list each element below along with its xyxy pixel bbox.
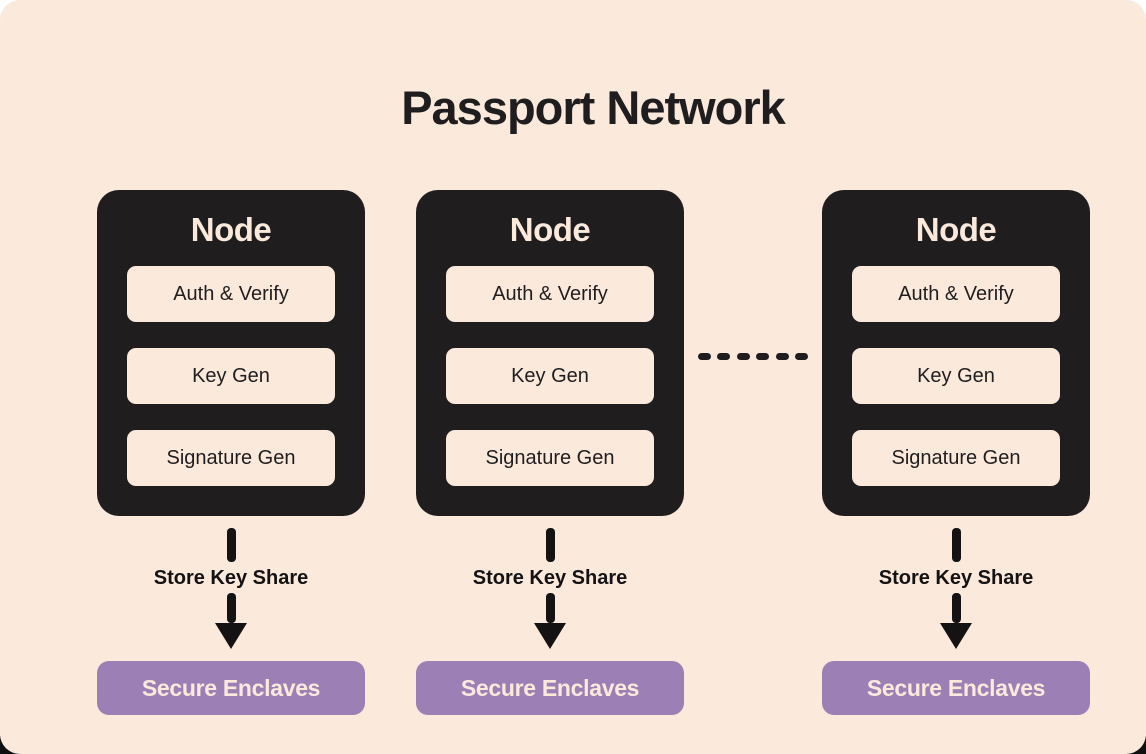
node-card: Node Auth & Verify Key Gen Signature Gen	[97, 190, 365, 516]
dash	[756, 353, 770, 360]
node-item-signature-gen: Signature Gen	[446, 430, 654, 486]
more-nodes-ellipsis-icon	[698, 353, 808, 360]
arrow-stem-icon	[545, 593, 555, 623]
dash	[736, 353, 750, 360]
node-item-auth-verify: Auth & Verify	[127, 266, 335, 322]
node-item-key-gen: Key Gen	[127, 348, 335, 404]
secure-enclaves-box: Secure Enclaves	[97, 661, 365, 715]
arrow-label: Store Key Share	[878, 567, 1034, 589]
node-item-key-gen: Key Gen	[446, 348, 654, 404]
arrow-stem-icon	[951, 528, 961, 562]
dash	[775, 353, 789, 360]
node-item-signature-gen: Signature Gen	[127, 430, 335, 486]
node-column-1: Node Auth & Verify Key Gen Signature Gen…	[97, 190, 365, 715]
arrow-label: Store Key Share	[472, 567, 628, 589]
node-item-auth-verify: Auth & Verify	[852, 266, 1060, 322]
node-item-signature-gen: Signature Gen	[852, 430, 1060, 486]
node-column-2: Node Auth & Verify Key Gen Signature Gen…	[416, 190, 684, 715]
secure-enclaves-box: Secure Enclaves	[822, 661, 1090, 715]
node-card: Node Auth & Verify Key Gen Signature Gen	[822, 190, 1090, 516]
arrow-label: Store Key Share	[153, 567, 309, 589]
page-title: Passport Network	[401, 81, 786, 134]
node-item-key-gen: Key Gen	[852, 348, 1060, 404]
dash	[794, 353, 808, 360]
node-card: Node Auth & Verify Key Gen Signature Gen	[416, 190, 684, 516]
node-title: Node	[915, 211, 997, 248]
down-arrow-icon	[940, 623, 972, 649]
node-title: Node	[509, 211, 591, 248]
arrow-stem-icon	[545, 528, 555, 562]
down-arrow-icon	[534, 623, 566, 649]
arrow-stem-icon	[951, 593, 961, 623]
dash	[698, 353, 711, 360]
node-item-auth-verify: Auth & Verify	[446, 266, 654, 322]
arrow-stem-icon	[226, 528, 236, 562]
secure-enclaves-box: Secure Enclaves	[416, 661, 684, 715]
down-arrow-icon	[215, 623, 247, 649]
node-title: Node	[190, 211, 272, 248]
dash	[717, 353, 731, 360]
arrow-stem-icon	[226, 593, 236, 623]
node-column-3: Node Auth & Verify Key Gen Signature Gen…	[822, 190, 1090, 715]
